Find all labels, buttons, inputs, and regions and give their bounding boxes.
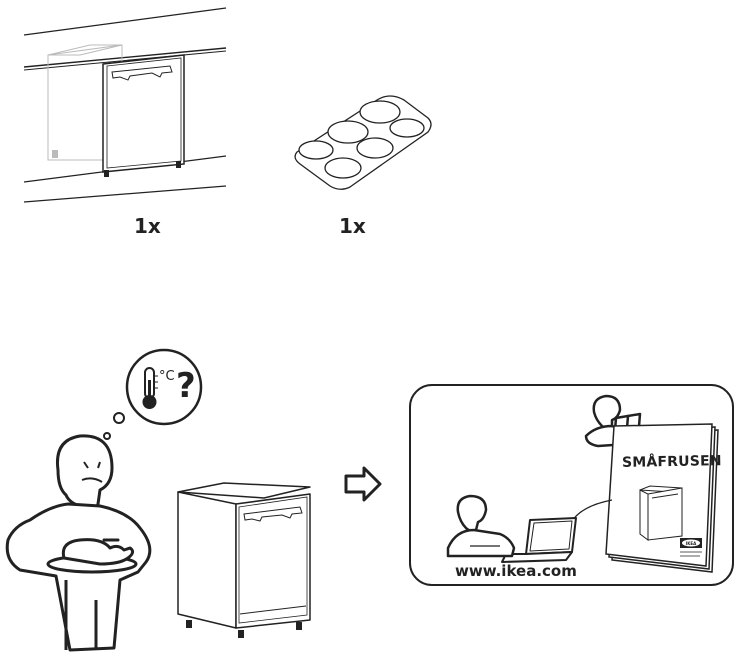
svg-text:IKEA: IKEA bbox=[686, 541, 697, 546]
celsius-unit-label: °C bbox=[159, 369, 175, 384]
question-mark: ? bbox=[176, 366, 196, 406]
part-quantity: 1x bbox=[339, 214, 366, 238]
thermometer-icon bbox=[142, 367, 158, 409]
website-link[interactable]: www.ikea.com bbox=[455, 562, 577, 580]
ikea-logo: IKEA bbox=[680, 538, 702, 557]
part-quantity: 1x bbox=[134, 214, 161, 238]
manual-title: SMÅFRUSEN bbox=[621, 453, 722, 471]
